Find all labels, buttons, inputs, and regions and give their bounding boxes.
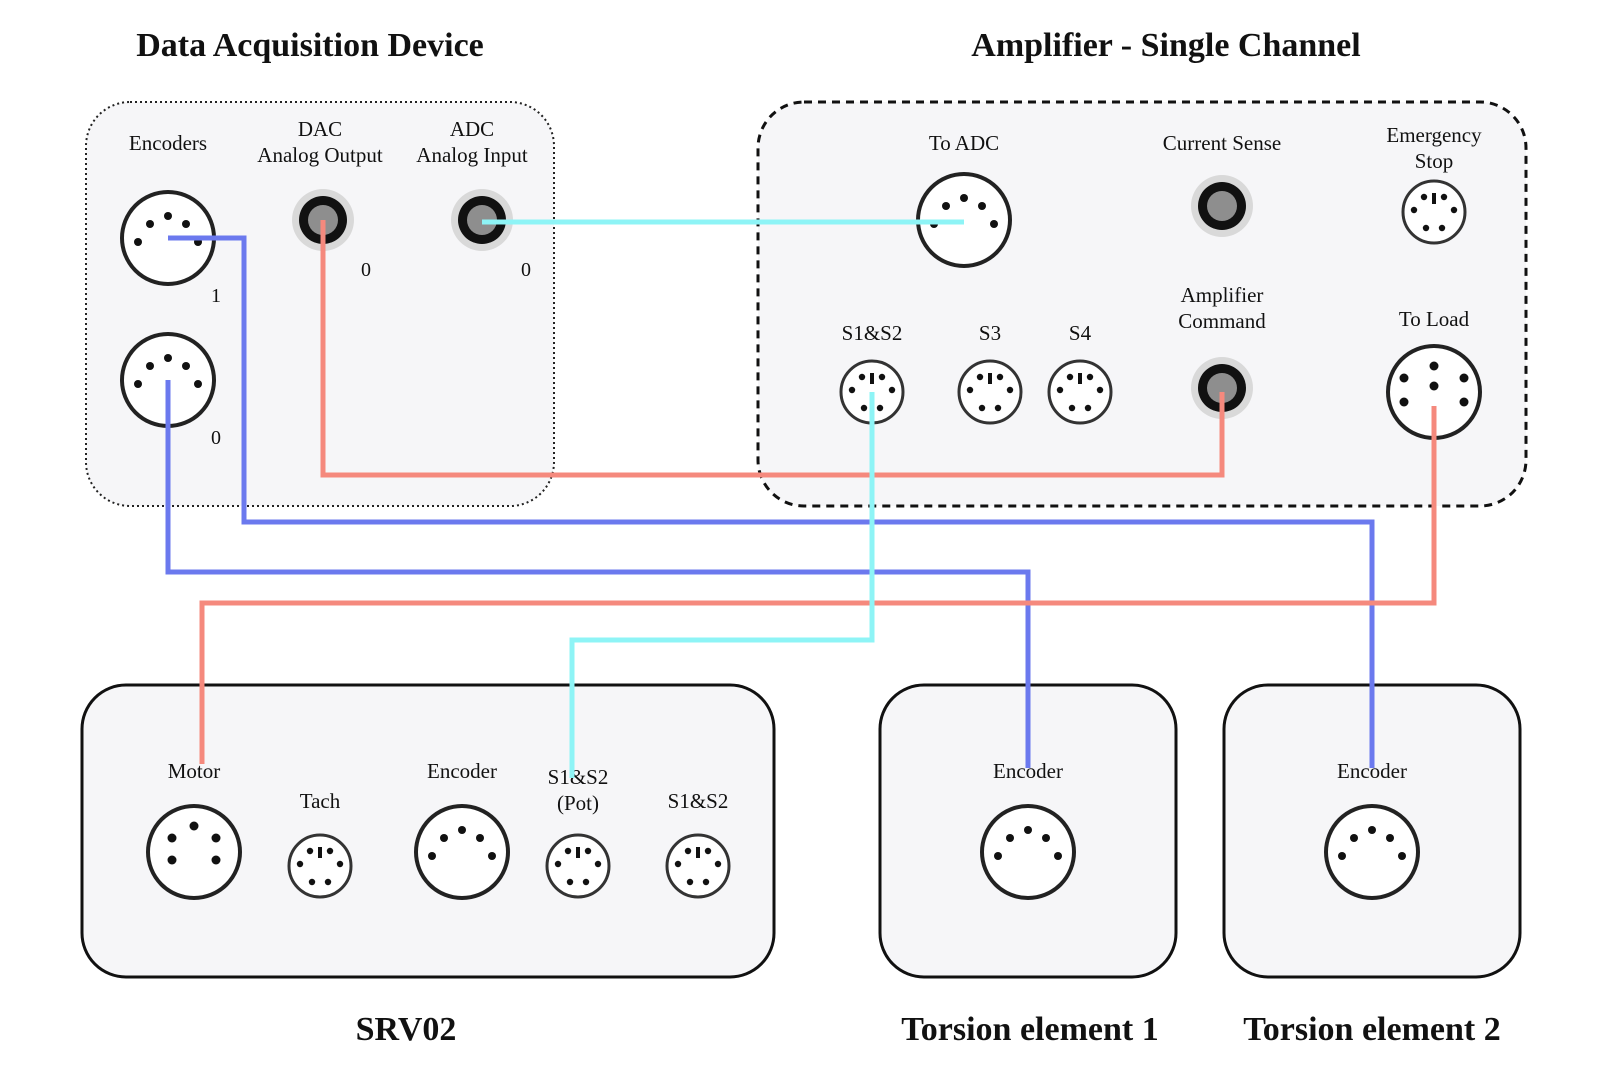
encoder-1-number: 1 [211,285,221,307]
motor-label: Motor [168,759,221,783]
amp-s1s2-to-pot-wire [569,392,875,778]
amp-s1s2-label: S1&S2 [842,321,903,345]
encoders-label: Encoders [129,131,207,155]
amp-s3-port[interactable] [957,359,1023,425]
daq-title: Data Acquisition Device [136,27,484,64]
srv02-encoder-label: Encoder [427,759,497,783]
torsion-2-encoder-port[interactable] [1324,804,1420,900]
dac-to-amp-command-wire [320,220,1225,478]
current-sense-port[interactable] [1191,175,1253,237]
to-load-to-motor-wire [199,406,1437,764]
torsion-element-2-title: Torsion element 2 [1243,1011,1501,1048]
pot-s1s2-label: S1&S2 [548,765,609,789]
emergency-label: Emergency [1386,123,1482,147]
stop-label: Stop [1415,149,1454,173]
srv02-s1s2-label: S1&S2 [668,789,729,813]
torsion-1-encoder-port[interactable] [980,804,1076,900]
encoder-0-to-torsion-1-wire [165,380,1031,768]
dac-analog-output-label: Analog Output [257,143,383,167]
tach-label: Tach [300,789,341,813]
adc-channel-number: 0 [521,259,531,281]
emergency-stop-port[interactable] [1401,179,1467,245]
dac-label: DAC [298,117,342,141]
wires [165,219,1437,778]
to-load-port[interactable] [1386,344,1482,440]
amplifier-title: Amplifier - Single Channel [971,27,1360,64]
srv02-s1s2-port[interactable] [665,833,731,899]
pot-label: (Pot) [557,791,599,815]
srv02-pot-port[interactable] [545,833,611,899]
amp-s4-port[interactable] [1047,359,1113,425]
to-load-label: To Load [1399,307,1470,331]
srv02-tach-port[interactable] [287,833,353,899]
amplifier-label: Amplifier [1181,283,1264,307]
torsion-element-1-title: Torsion element 1 [901,1011,1159,1048]
srv02-title: SRV02 [356,1011,457,1048]
to-adc-label: To ADC [929,131,999,155]
encoder-0-number: 0 [211,427,221,449]
amp-s4-label: S4 [1069,321,1092,345]
adc-analog-input-label: Analog Input [416,143,528,167]
srv02-motor-port[interactable] [146,804,242,900]
dac-channel-number: 0 [361,259,371,281]
amplifier-command-port[interactable] [1191,357,1253,419]
amp-s3-label: S3 [979,321,1001,345]
current-sense-label: Current Sense [1163,131,1281,155]
adc-label: ADC [450,117,494,141]
command-label: Command [1178,309,1266,333]
srv02-encoder-port[interactable] [414,804,510,900]
